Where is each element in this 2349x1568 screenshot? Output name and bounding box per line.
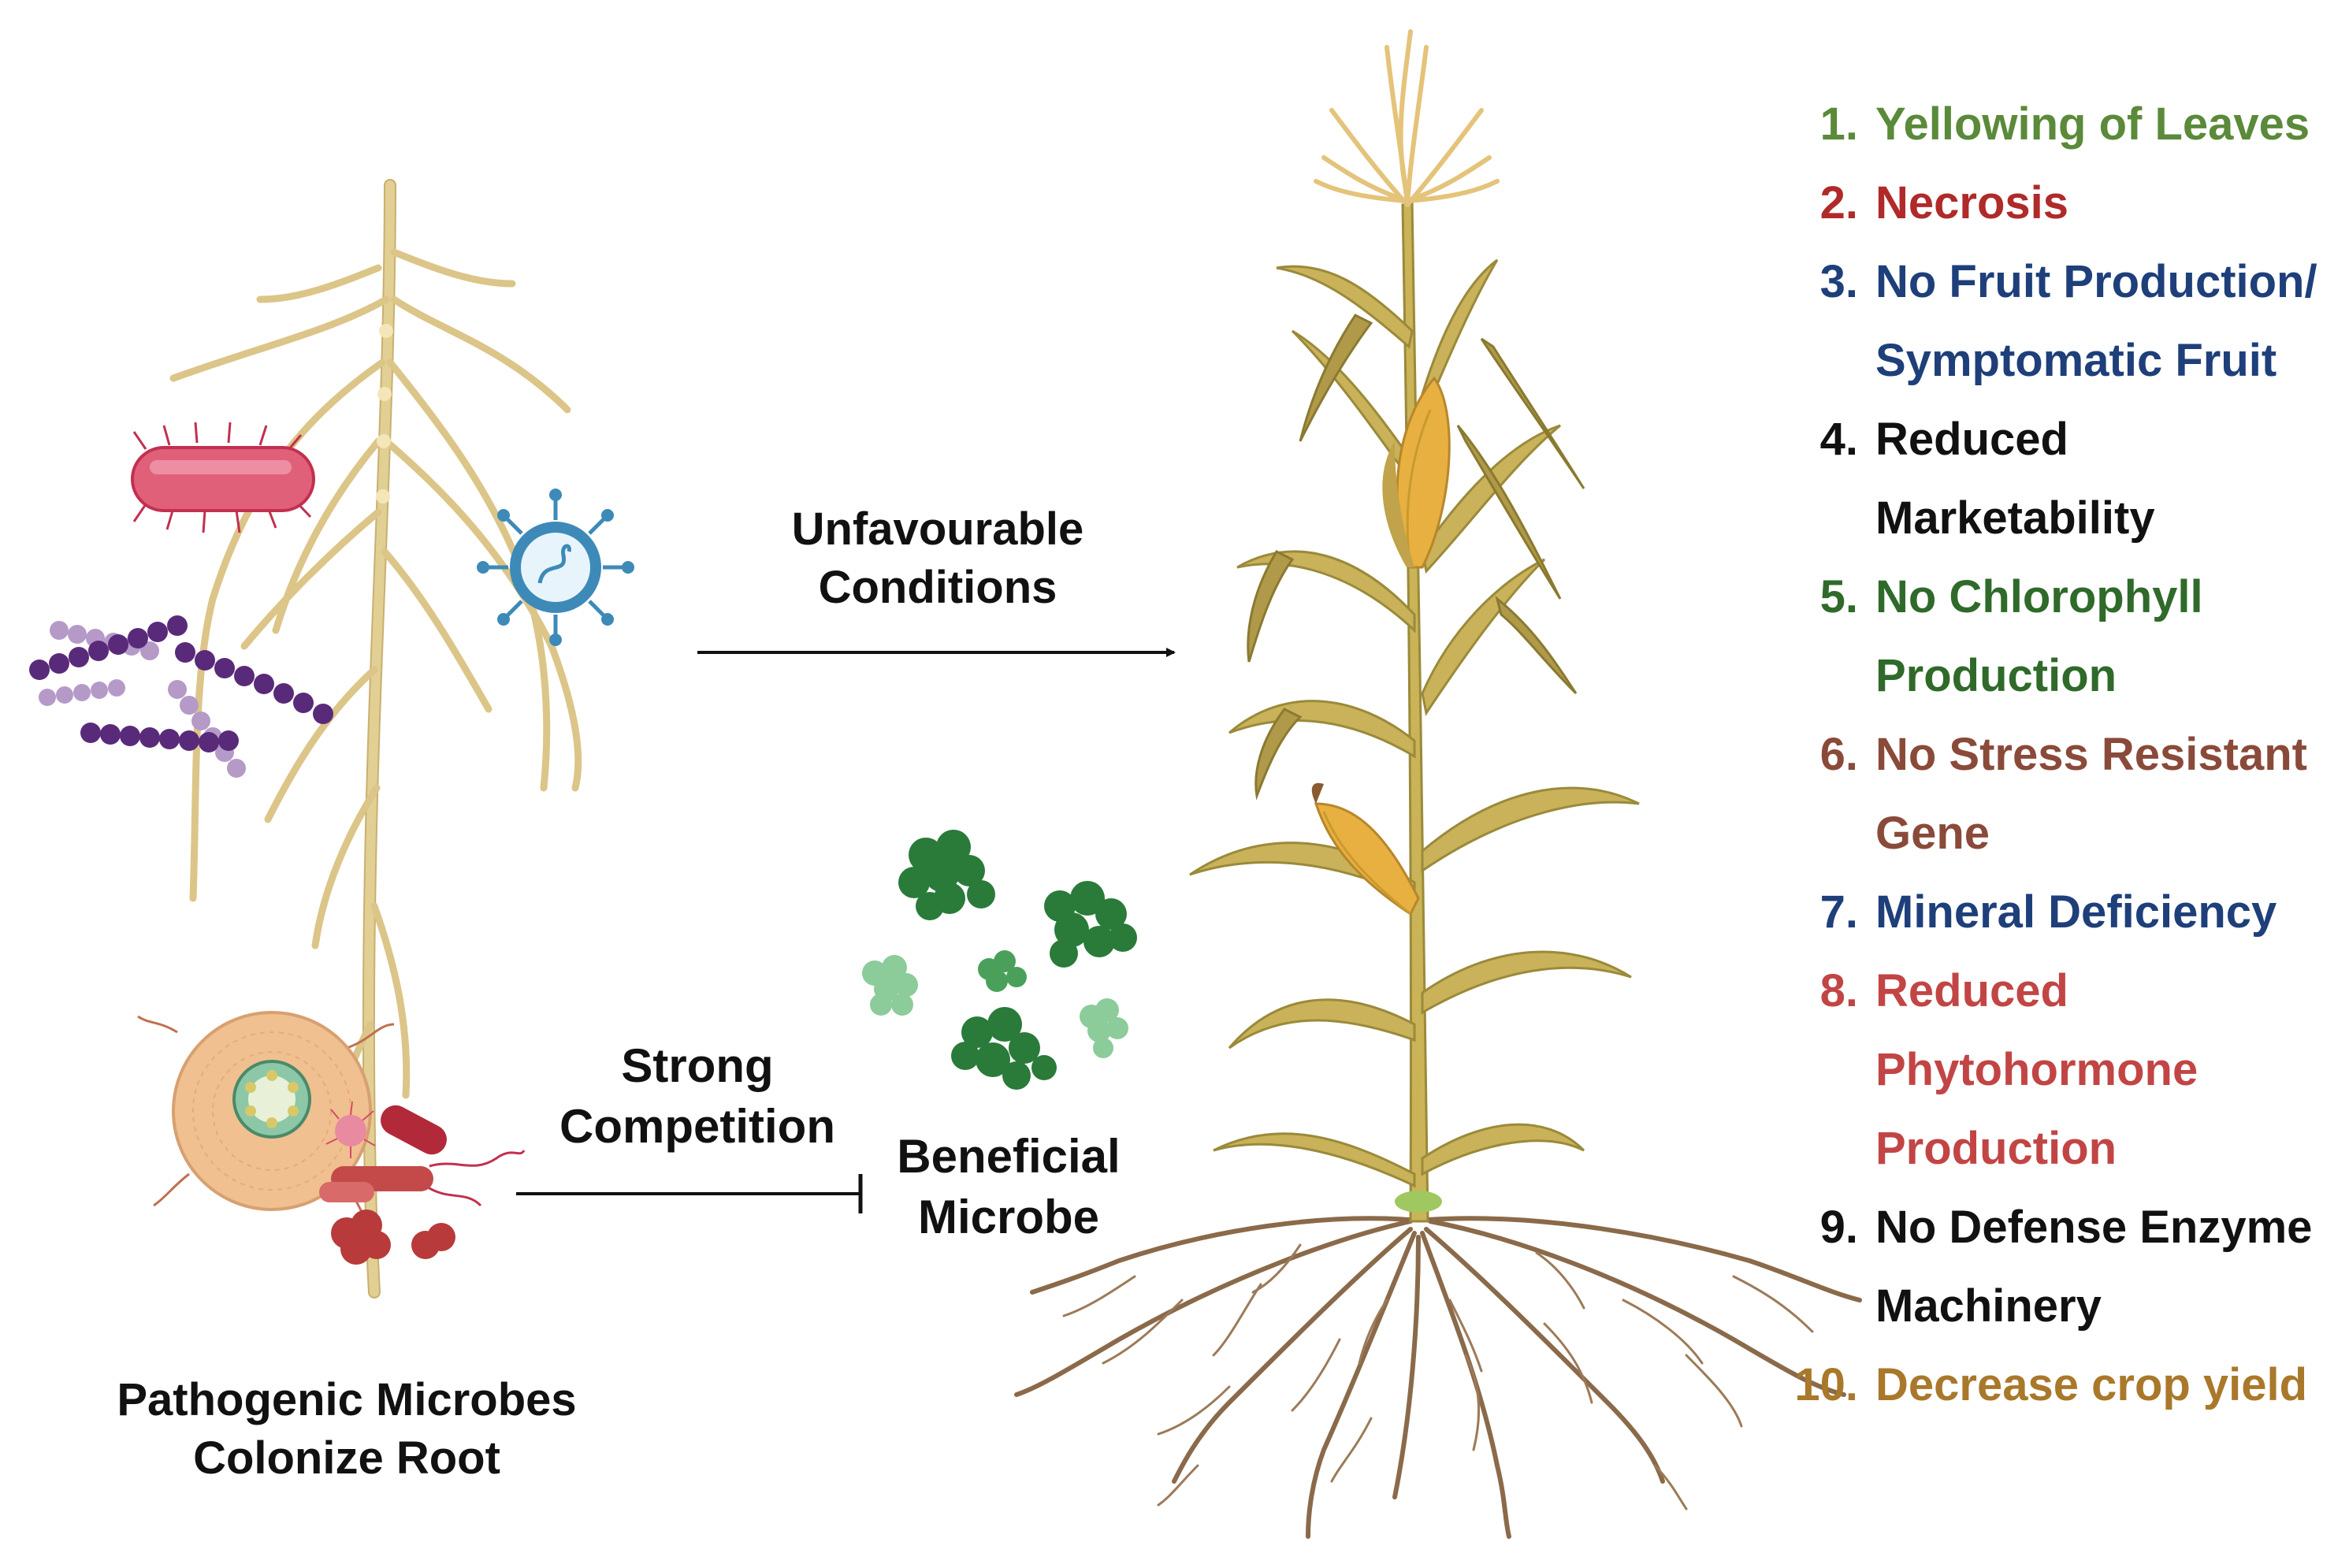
symptom-text: Gene [1875, 808, 1990, 859]
caption-line: Colonize Root [193, 1432, 500, 1484]
symptom-text: Reduced [1875, 414, 2068, 465]
symptom-text: Yellowing of Leaves [1875, 98, 2310, 150]
symptom-text: No Stress Resistant [1875, 729, 2307, 780]
corn-cob-lower [1311, 782, 1420, 916]
caption-line: Strong [621, 1039, 774, 1092]
rod-bacterium-icon [131, 422, 315, 533]
symptom-text: Symptomatic Fruit [1875, 335, 2277, 386]
symptom-text: Necrosis [1875, 177, 2069, 229]
symptom-text: Decrease crop yield [1875, 1359, 2308, 1410]
symptom-number: 9. [1819, 1202, 1858, 1253]
symptom-number: 4. [1819, 414, 1858, 465]
symptom-text: Production [1875, 1123, 2117, 1174]
caption-line: Pathogenic Microbes [117, 1374, 577, 1425]
corn-cob-upper [1382, 376, 1451, 569]
caption-line: Beneficial [897, 1130, 1121, 1183]
symptom-number: 5. [1819, 571, 1858, 622]
symptom-number: 3. [1819, 256, 1858, 307]
symptom-item: 3. No Fruit Production/Symptomatic Fruit [1773, 243, 2340, 400]
symptom-item: 1. Yellowing of Leaves [1773, 85, 2340, 164]
corn-roots [1014, 1216, 1862, 1539]
virus-icon [477, 489, 634, 646]
symptom-number: 1. [1819, 98, 1858, 150]
strong-competition-label: Strong Competition [520, 1036, 875, 1157]
beneficial-microbe-label: Beneficial Microbe [863, 1127, 1154, 1248]
pathogen-cluster-icon [319, 1101, 526, 1265]
symptom-number: 10. [1794, 1359, 1858, 1410]
symptom-item: 10. Decrease crop yield [1773, 1346, 2340, 1425]
streptococcus-chains-icon [29, 615, 333, 778]
symptom-text: No Chlorophyll [1875, 571, 2203, 622]
caption-line: Conditions [818, 562, 1057, 614]
symptom-list: 1. Yellowing of Leaves 2. Necrosis 3. No Frui… [1773, 85, 2340, 1425]
symptom-item: 2. Necrosis [1773, 164, 2340, 243]
diseased-corn-plant [1014, 29, 1862, 1539]
symptom-number: 8. [1819, 965, 1858, 1016]
symptom-text: No Fruit Production/ [1875, 256, 2317, 307]
symptom-text: Phytohormone [1875, 1044, 2198, 1095]
caption-line: Microbe [917, 1190, 1100, 1243]
caption-line: Competition [559, 1099, 835, 1153]
inhibition-arrow [516, 1174, 863, 1213]
beneficial-microbe-icon [862, 830, 1137, 1090]
corn-tassel [1314, 29, 1500, 207]
caption-line: Unfavourable [791, 503, 1084, 555]
symptom-number: 6. [1819, 729, 1858, 780]
symptom-text: Marketability [1875, 492, 2155, 544]
symptom-text: Production [1875, 650, 2117, 701]
symptom-text: Mineral Deficiency [1875, 886, 2277, 938]
pathogenic-microbes-label: Pathogenic Microbes Colonize Root [32, 1371, 662, 1488]
symptom-number: 2. [1819, 177, 1858, 229]
symptom-text: Machinery [1875, 1280, 2102, 1332]
symptom-item: 7. Mineral Deficiency [1773, 873, 2340, 952]
symptom-text: Reduced [1875, 965, 2068, 1016]
unfavourable-conditions-label: Unfavourable Conditions [693, 500, 1182, 617]
symptom-text: No Defense Enzyme [1875, 1202, 2313, 1253]
symptom-number: 7. [1819, 886, 1858, 938]
